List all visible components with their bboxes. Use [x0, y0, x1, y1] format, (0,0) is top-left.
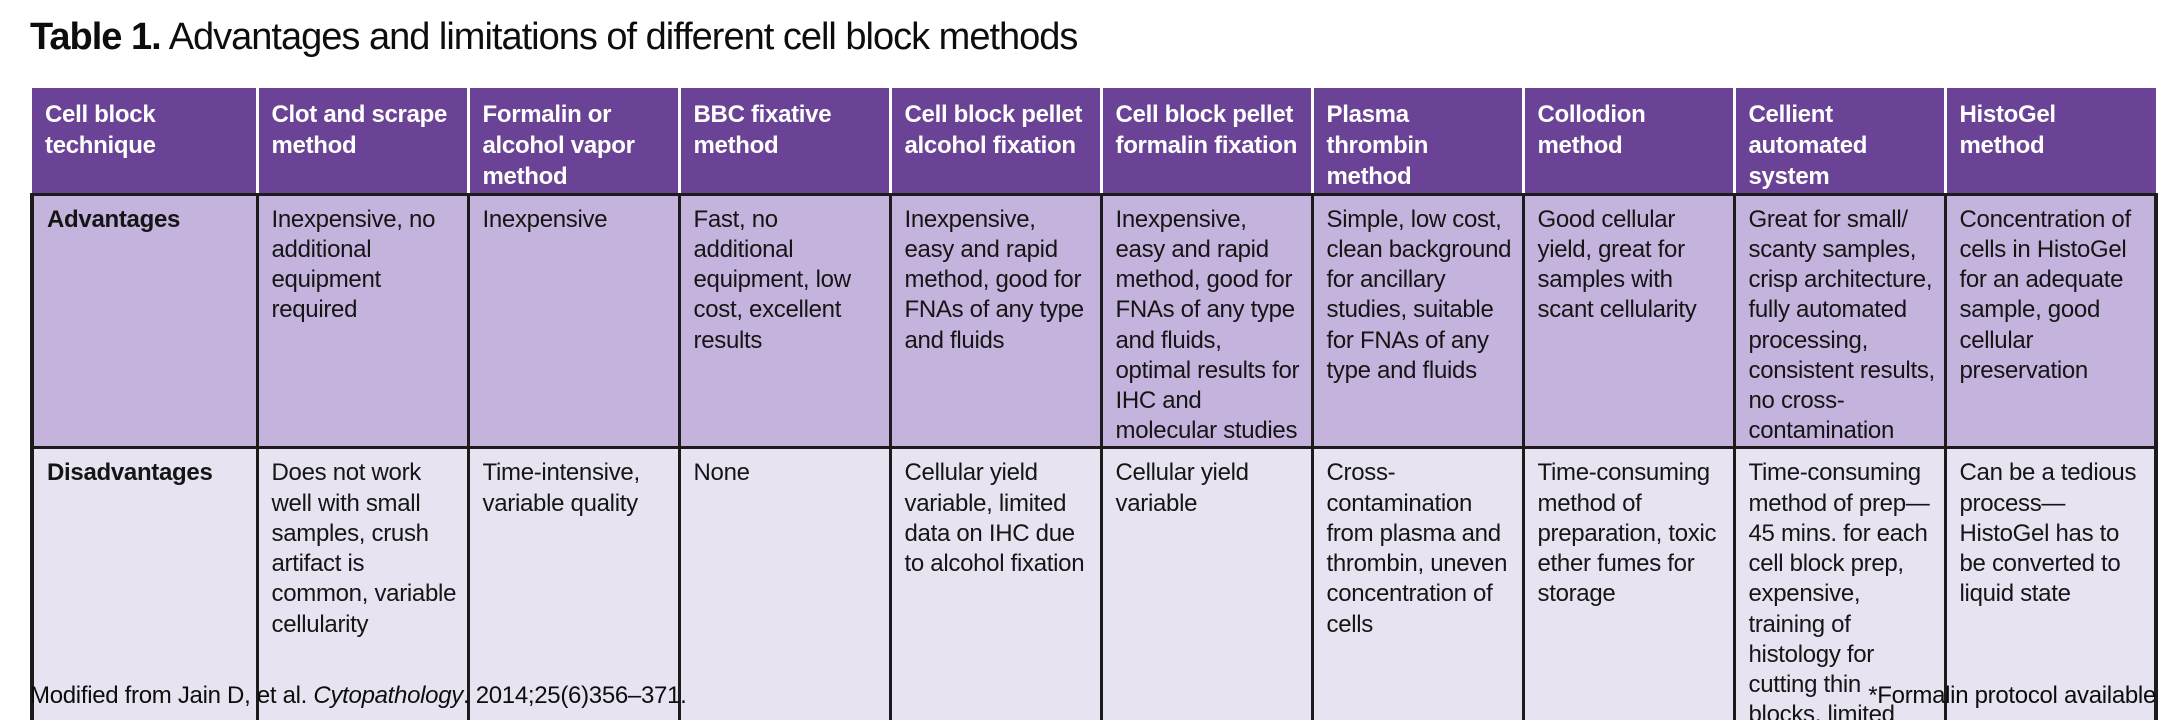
table-cell: Inexpensive: [466, 192, 681, 450]
journal-name: Cytopathology: [313, 682, 463, 709]
table-cell: Good cellular yield, great for samples w…: [1521, 192, 1736, 450]
column-header-clot-and-scrape: Clot and scrape method: [255, 88, 468, 196]
table-cell: Cellular yield variable: [1099, 446, 1314, 720]
column-header-cellient: Cellient automated system: [1732, 88, 1945, 196]
column-header-cell-block-technique: Cell block technique: [32, 88, 257, 196]
header-row: Cell block technique Clot and scrape met…: [32, 88, 2156, 196]
source-citation-suffix: . 2014;25(6)356–371.: [462, 682, 687, 709]
table-cell: Time-intensive, variable quality: [466, 446, 681, 720]
column-header-bbc-fixative: BBC fixative method: [677, 88, 890, 196]
source-citation-prefix: Modified from Jain D, et al.: [30, 682, 314, 709]
table-cell: Time-consuming method of preparation, to…: [1521, 446, 1736, 720]
column-header-formalin-alcohol-vapor: Formalin or alcohol vapor method: [466, 88, 679, 196]
cell-block-methods-table: Cell block technique Clot and scrape met…: [30, 88, 2158, 720]
row-label-disadvantages: Disadvantages: [30, 446, 259, 720]
column-header-pellet-alcohol: Cell block pellet alcohol fixation: [888, 88, 1101, 196]
table-caption: Advantages and limitations of different …: [168, 16, 1079, 58]
table-footer: Modified from Jain D, et al. Cytopatholo…: [30, 682, 2156, 710]
footnote-formalin-protocol: *Formalin protocol available: [1868, 682, 2156, 709]
table-cell: Inexpensive, easy and rapid method, good…: [1099, 192, 1314, 450]
column-header-pellet-formalin: Cell block pellet formalin fixation: [1099, 88, 1312, 196]
table-cell: Time-consuming method of prep—45 mins. f…: [1732, 446, 1947, 720]
table-cell: Simple, low cost, clean background for a…: [1310, 192, 1525, 450]
table-number: Table 1.: [30, 16, 162, 58]
table-cell: Does not work well with small samples, c…: [255, 446, 470, 720]
row-label-advantages: Advantages: [30, 192, 259, 450]
column-header-plasma-thrombin: Plasma thrombin method: [1310, 88, 1523, 196]
table-cell: Inexpensive, easy and rapid method, good…: [888, 192, 1103, 450]
table-cell: Fast, no additional equipment, low cost,…: [677, 192, 892, 450]
column-header-histogel: HistoGel method: [1943, 88, 2156, 196]
column-header-collodion: Collodion method: [1521, 88, 1734, 196]
advantages-row: Advantages Inexpensive, no additional eq…: [30, 192, 2158, 450]
table-cell: Cross-contamination from plasma and thro…: [1310, 446, 1525, 720]
table-cell: None: [677, 446, 892, 720]
table-cell: Cellular yield variable, limited data on…: [888, 446, 1103, 720]
page-title: Table 1.Advantages and limitations of di…: [30, 16, 1079, 59]
disadvantages-row: Disadvantages Does not work well with sm…: [30, 446, 2158, 720]
table-cell: Concentration of cells in HistoGel for a…: [1943, 192, 2158, 450]
table-cell: Great for small/ scanty samples, crisp a…: [1732, 192, 1947, 450]
table-cell: Inexpensive, no additional equipment req…: [255, 192, 470, 450]
source-citation: Modified from Jain D, et al. Cytopatholo…: [30, 682, 687, 710]
table-cell: Can be a tedious process—HistoGel has to…: [1943, 446, 2158, 720]
